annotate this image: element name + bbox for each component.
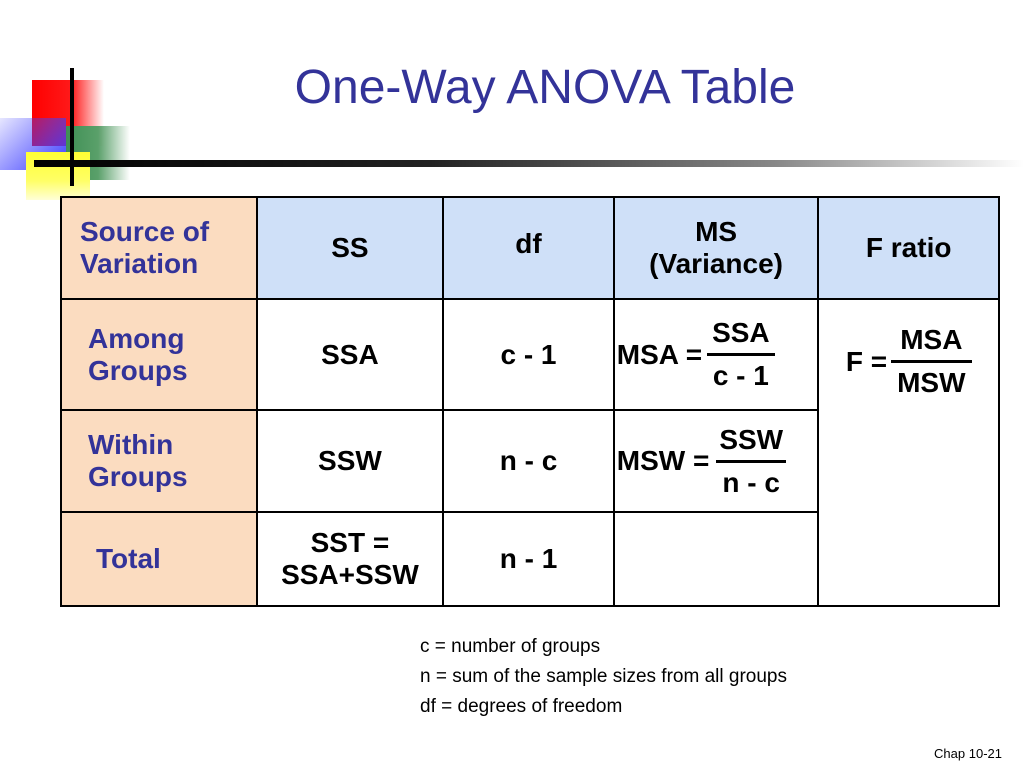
header-source-line1: Source of <box>80 216 210 247</box>
among-df-value: c - 1 <box>500 338 557 370</box>
title-underline <box>34 160 1024 167</box>
header-f-cell: F ratio <box>817 196 1000 300</box>
total-df-cell: n - 1 <box>442 511 615 607</box>
definitions-notes: c = number of groups n = sum of the samp… <box>420 632 787 722</box>
total-ss-cell: SST = SSA+SSW <box>255 511 445 607</box>
total-label-cell: Total <box>60 511 258 607</box>
logo-vertical-line <box>70 68 74 186</box>
f-ratio-denominator: MSW <box>891 360 972 399</box>
within-ms-cell: MSW = SSW n - c <box>612 409 820 513</box>
total-ss-line2: SSA+SSW <box>281 559 419 590</box>
within-label-cell: Within Groups <box>60 409 258 513</box>
among-df-cell: c - 1 <box>442 298 615 411</box>
header-ss-cell: SS <box>255 196 445 300</box>
header-ms-line1: MS <box>695 216 738 247</box>
within-df-value: n - c <box>499 445 558 476</box>
within-ss-cell: SSW <box>255 409 445 513</box>
f-ratio-cell: F = MSA MSW <box>817 298 1000 607</box>
within-ms-formula: MSW = SSW n - c <box>617 424 789 499</box>
among-ms-fraction: SSA c - 1 <box>706 317 776 392</box>
among-label-line2: Groups <box>88 354 188 386</box>
within-ms-numerator: SSW <box>719 423 784 455</box>
among-ms-lhs: MSA = <box>616 338 703 370</box>
within-ss-value: SSW <box>318 445 382 476</box>
note-df-definition: df = degrees of freedom <box>420 696 623 717</box>
f-ratio-formula: F = MSA MSW <box>846 324 972 399</box>
slide-logo-decoration <box>0 0 140 200</box>
within-ms-lhs: MSW = <box>616 445 710 476</box>
header-source-line2: Variation <box>80 248 199 279</box>
among-ms-cell: MSA = SSA c - 1 <box>612 298 820 411</box>
within-label-line2: Groups <box>88 461 188 492</box>
table-row-among: Among Groups SSA c - 1 MSA = SSA c - 1 F… <box>60 298 1000 607</box>
f-ratio-fraction: MSA MSW <box>891 324 972 399</box>
header-f-label: F ratio <box>865 232 952 263</box>
within-label-line1: Within <box>88 429 174 460</box>
slide-footer: Chap 10-21 <box>934 746 1002 761</box>
f-ratio-lhs: F = <box>845 345 888 377</box>
anova-table: Source of Variation SS df MS (Variance) … <box>60 196 1000 607</box>
among-ss-value: SSA <box>321 338 379 370</box>
total-ss-line1: SST = <box>310 527 390 558</box>
among-ms-denominator: c - 1 <box>706 353 775 392</box>
among-label-line1: Among <box>88 322 185 354</box>
note-n-definition: n = sum of the sample sizes from all gro… <box>420 666 787 687</box>
total-df-value: n - 1 <box>499 543 558 574</box>
header-ms-line2: (Variance) <box>649 248 783 279</box>
header-ms-cell: MS (Variance) <box>612 196 820 300</box>
table-row-total: Total SST = SSA+SSW n - 1 <box>60 511 999 607</box>
header-df-label: df <box>515 228 542 259</box>
within-ms-denominator: n - c <box>716 459 786 499</box>
header-ss-label: SS <box>331 232 369 263</box>
note-c-definition: c = number of groups <box>420 636 601 657</box>
among-ss-cell: SSA <box>255 298 445 411</box>
among-ms-numerator: SSA <box>712 317 770 348</box>
total-ms-cell <box>612 511 820 607</box>
table-header-row: Source of Variation SS df MS (Variance) … <box>60 196 1000 300</box>
within-ms-fraction: SSW n - c <box>713 424 789 499</box>
f-ratio-numerator: MSA <box>900 324 963 355</box>
slide-title: One-Way ANOVA Table <box>294 61 796 114</box>
within-df-cell: n - c <box>442 409 615 513</box>
total-label: Total <box>96 543 161 574</box>
among-label-cell: Among Groups <box>60 298 258 411</box>
among-ms-formula: MSA = SSA c - 1 <box>617 317 776 392</box>
table-row-within: Within Groups SSW n - c MSW = SSW n - c <box>60 409 999 513</box>
header-df-cell: df <box>442 196 615 300</box>
header-source-cell: Source of Variation <box>60 196 258 300</box>
